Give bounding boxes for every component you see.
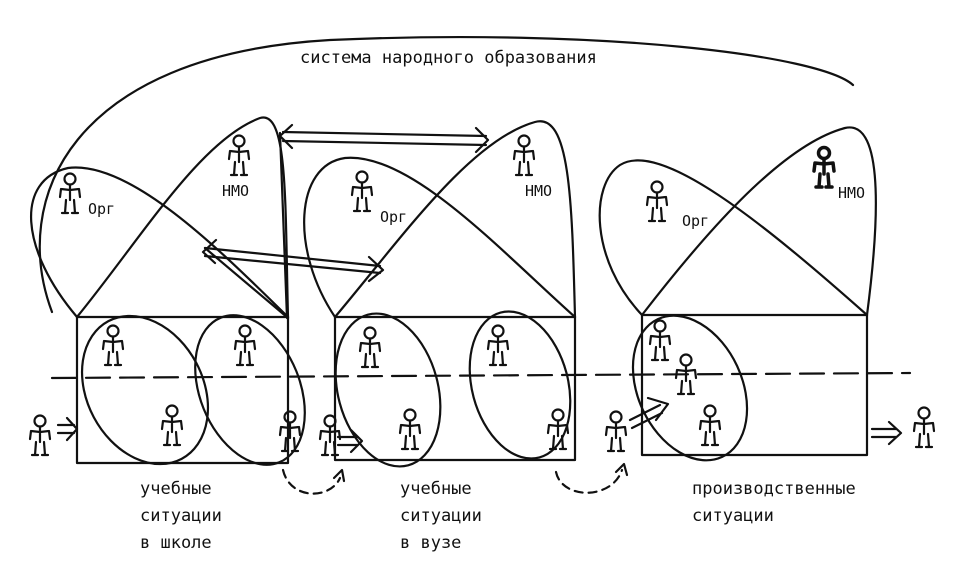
nmo-link-arrow-1	[281, 130, 488, 147]
nmo-link-arrow-2	[203, 246, 382, 275]
university-nmo-loop	[333, 120, 577, 319]
education-system-arc	[38, 35, 855, 314]
production-nmo-loop	[640, 126, 877, 317]
university-org-loop	[303, 156, 577, 319]
school-learner-icon	[160, 404, 184, 447]
school-nmo-loop	[75, 116, 290, 319]
school-caption: учебные ситуации в школе	[140, 476, 222, 557]
caption-line: ситуации	[400, 506, 482, 526]
production-situation-box	[640, 313, 869, 457]
connector-line	[278, 131, 289, 320]
arrow-out-of-production	[870, 420, 903, 446]
production-org-label: Орг	[682, 212, 710, 230]
production-nmo-person-icon	[812, 145, 836, 189]
transition-dashed-arrow-2	[554, 468, 624, 494]
university-org-person-icon	[350, 170, 374, 213]
arrow-into-school	[56, 416, 79, 442]
education-system-title: система народного образования	[300, 48, 597, 68]
university-learner-icon	[398, 408, 422, 451]
block-university	[303, 120, 577, 468]
university-learner-icon	[486, 324, 510, 367]
transition-dashed-arrow-1	[281, 468, 342, 495]
production-worker-group	[631, 314, 749, 462]
school-nmo-person-icon	[227, 134, 251, 177]
university-nmo-person-icon	[512, 134, 536, 177]
production-worker-icon	[698, 404, 722, 447]
school-learner-icon	[101, 324, 125, 367]
block-production	[598, 126, 936, 462]
school-org-person-icon	[58, 172, 82, 215]
university-nmo-label: НМО	[525, 182, 553, 200]
caption-line: ситуации	[692, 506, 774, 526]
production-caption: производственные ситуации	[692, 476, 856, 530]
school-org-label: Орг	[88, 200, 116, 218]
caption-line: учебные	[400, 479, 472, 499]
block-school	[28, 116, 306, 466]
university-org-label: Орг	[380, 208, 408, 226]
production-org-loop	[598, 159, 869, 317]
school-learner-icon	[233, 324, 257, 367]
caption-line: в школе	[140, 533, 212, 553]
school-learner-group-1	[80, 314, 210, 466]
graduate-icon	[604, 410, 628, 453]
graduate-icon	[318, 414, 342, 457]
outgoing-worker-icon	[912, 406, 936, 449]
university-learner-group-1	[334, 312, 442, 468]
caption-line: учебные	[140, 479, 212, 499]
caption-line: ситуации	[140, 506, 222, 526]
university-learner-group-2	[468, 310, 572, 460]
production-nmo-label: НМО	[838, 184, 866, 202]
university-learner-icon	[358, 326, 382, 369]
caption-line: производственные	[692, 479, 856, 499]
university-caption: учебные ситуации в вузе	[400, 476, 482, 557]
school-org-loop	[29, 166, 290, 319]
production-worker-icon	[648, 319, 672, 362]
school-situation-box	[75, 315, 290, 465]
school-nmo-label: НМО	[222, 182, 250, 200]
university-situation-box	[333, 315, 577, 462]
school-learner-group-2	[194, 314, 306, 466]
incoming-learner-icon	[28, 414, 52, 457]
caption-line: в вузе	[400, 533, 462, 553]
connector-line	[203, 246, 290, 320]
production-org-person-icon	[645, 180, 669, 223]
dashed-divider-line	[50, 371, 912, 380]
